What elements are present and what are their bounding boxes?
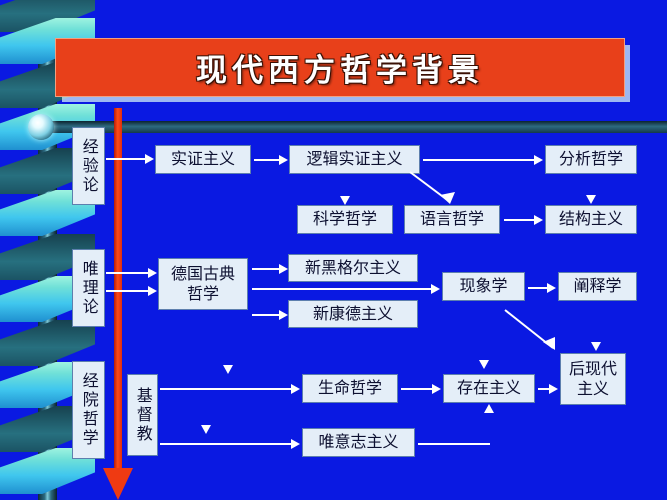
arrowhead-logical-analytic	[534, 155, 543, 165]
arrowhead-german-neokant	[279, 310, 288, 320]
timeline-arrow-head	[103, 468, 133, 500]
connector-german-phenomenology	[252, 288, 432, 290]
arrowhead-rationalism-german	[148, 286, 157, 296]
sidebar-item-scholasticism[interactable]: 经院哲学	[72, 361, 105, 459]
arrowhead-existentialism-postmodern	[549, 384, 558, 394]
connector-existentialism-postmodern	[538, 388, 551, 390]
arrowhead-phenomenology-existentialism	[479, 360, 489, 369]
connector-phenomenology-postmodern	[504, 309, 555, 350]
connector-logical-analytic	[423, 159, 535, 161]
arrowhead-german-down-short	[223, 365, 233, 374]
connector-life-existentialism	[401, 388, 433, 390]
node-life-philosophy[interactable]: 生命哲学	[302, 374, 398, 403]
node-christianity[interactable]: 基督教	[127, 374, 158, 456]
connector-christianity-voluntarism	[160, 443, 292, 445]
node-philosophy-of-language[interactable]: 语言哲学	[404, 205, 500, 234]
node-logical-positivism[interactable]: 逻辑实证主义	[289, 145, 420, 174]
arrowhead-empiricism-positivism	[145, 154, 154, 164]
horizontal-divider-bar	[30, 121, 667, 133]
connector-logical-language	[409, 171, 455, 204]
page-title-text: 现代西方哲学背景	[196, 53, 484, 89]
arrowhead-analytic-structuralism	[586, 195, 596, 204]
node-neo-hegelianism[interactable]: 新黑格尔主义	[288, 254, 418, 282]
arrowhead-phenomenology-hermeneutics	[547, 283, 556, 293]
arrowhead-language-structuralism	[534, 215, 543, 225]
node-structuralism[interactable]: 结构主义	[545, 205, 637, 234]
connector-positivism-logical	[254, 159, 280, 161]
connector-rationalism-german	[106, 290, 150, 292]
node-voluntarism[interactable]: 唯意志主义	[302, 428, 415, 457]
node-german-classical-line2: 哲学	[186, 284, 219, 303]
connector-christianity-life	[160, 388, 292, 390]
arrowhead-logical-science	[340, 196, 350, 205]
node-neo-kantianism[interactable]: 新康德主义	[288, 300, 418, 328]
arrowhead-hermeneutics-postmodern	[591, 342, 601, 351]
node-positivism[interactable]: 实证主义	[155, 145, 251, 174]
connector-empiricism-german-h	[106, 272, 150, 274]
connector-german-neokant	[252, 314, 280, 316]
connector-voluntarism-h	[418, 443, 490, 445]
node-german-classical-line1: 德国古典	[170, 264, 235, 283]
arrowhead-voluntarism-existentialism	[484, 404, 494, 413]
node-philosophy-of-science[interactable]: 科学哲学	[297, 205, 393, 234]
node-postmodernism[interactable]: 后现代 主义	[560, 353, 626, 405]
arrowhead-german-down-long	[201, 425, 211, 434]
arrowhead-positivism-logical	[279, 155, 288, 165]
arrowhead-life-existentialism	[432, 384, 441, 394]
connector-empiricism-positivism	[106, 158, 146, 160]
arrowhead-christianity-voluntarism	[291, 439, 300, 449]
connector-phenomenology-hermeneutics	[528, 287, 549, 289]
node-existentialism[interactable]: 存在主义	[443, 374, 535, 403]
arrowhead-german-phenomenology	[431, 284, 440, 294]
node-german-classical-philosophy[interactable]: 德国古典 哲学	[158, 258, 248, 310]
arrowhead-christianity-life	[291, 384, 300, 394]
node-postmodernism-line1: 后现代	[568, 359, 617, 378]
node-postmodernism-line2: 主义	[576, 379, 609, 398]
timeline-arrow-shaft	[114, 108, 122, 480]
page-title: 现代西方哲学背景	[55, 38, 625, 97]
arrowhead-german-neohegel	[279, 264, 288, 274]
node-analytic-philosophy[interactable]: 分析哲学	[545, 145, 637, 174]
glow-sphere-icon	[28, 114, 54, 140]
node-phenomenology[interactable]: 现象学	[442, 272, 525, 301]
node-hermeneutics[interactable]: 阐释学	[558, 272, 637, 301]
arrowhead-empiricism-german	[148, 268, 157, 278]
connector-german-neohegel	[252, 268, 280, 270]
sidebar-item-rationalism[interactable]: 唯理论	[72, 249, 105, 327]
connector-language-structuralism	[504, 219, 535, 221]
sidebar-item-empiricism[interactable]: 经验论	[72, 127, 105, 205]
